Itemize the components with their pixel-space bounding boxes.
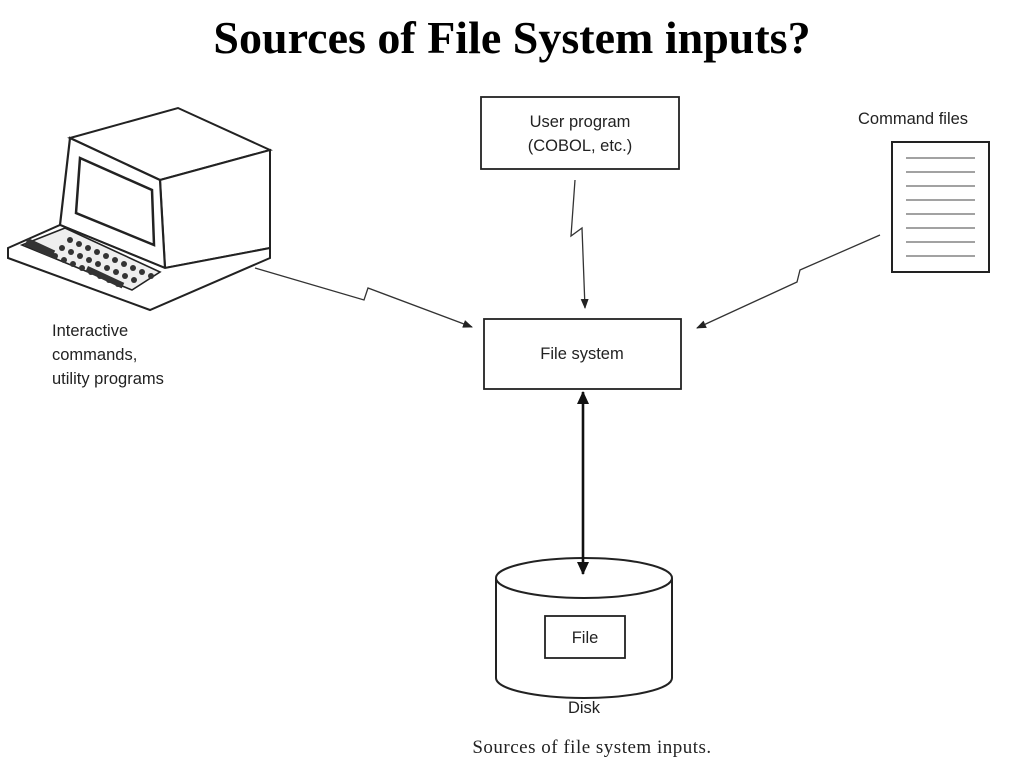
file-system-label: File system xyxy=(540,345,623,363)
command-files-arrow xyxy=(696,234,881,329)
file-box xyxy=(544,615,626,659)
document-icon xyxy=(891,141,990,273)
interactive-label-line1: Interactive xyxy=(52,322,128,340)
terminal-icon xyxy=(7,106,273,312)
command-files-label: Command files xyxy=(858,110,968,128)
slide-title: Sources of File System inputs? xyxy=(213,12,811,63)
interactive-label-line3: utility programs xyxy=(52,370,164,388)
terminal-arrow xyxy=(254,267,473,328)
user-program-label-line1: User program xyxy=(530,113,631,131)
disk-label: Disk xyxy=(568,699,601,717)
interactive-label-line2: commands, xyxy=(52,346,137,364)
file-label: File xyxy=(572,629,599,647)
file-system-box xyxy=(483,318,682,390)
user-program-arrow xyxy=(570,179,589,309)
user-program-box xyxy=(480,96,680,170)
figure-caption: Sources of file system inputs. xyxy=(472,737,711,758)
user-program-label-line2: (COBOL, etc.) xyxy=(528,137,633,155)
